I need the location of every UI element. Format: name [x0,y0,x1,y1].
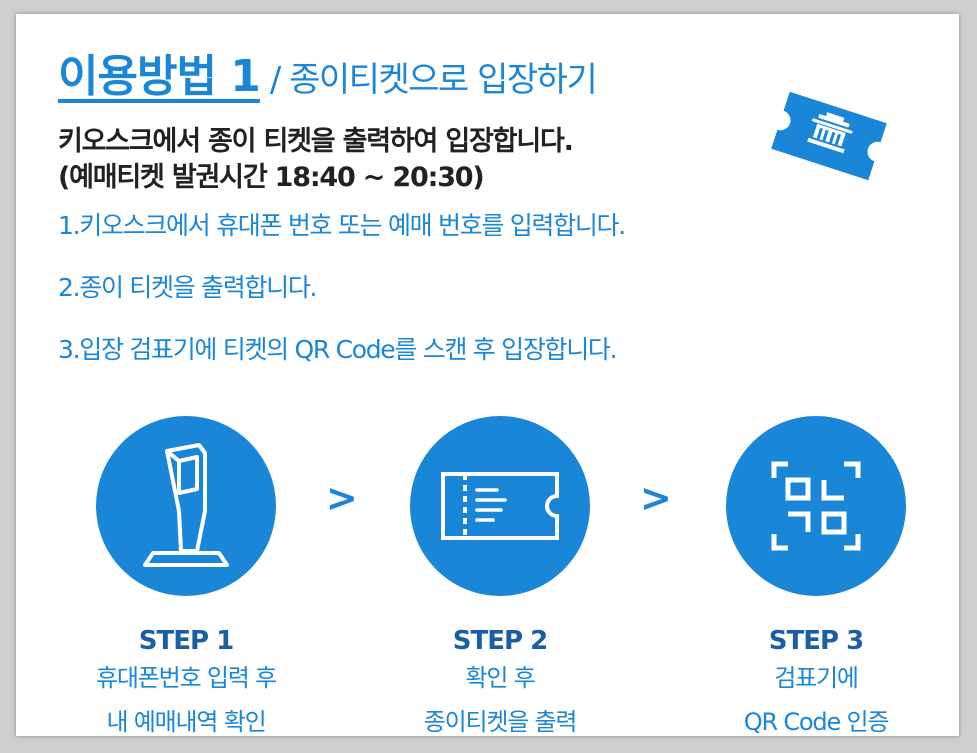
step-3-title: STEP 3 [768,626,864,656]
step-1-circle [96,416,276,596]
step-1: STEP 1 휴대폰번호 입력 후 내 예매내역 확인 [56,416,316,744]
step-2-title: STEP 2 [452,626,548,656]
step-3-line-2: QR Code 인증 [743,708,890,736]
ticket-badge-icon [764,76,894,196]
kiosk-icon [143,443,229,567]
description-time: (예매티켓 발권시간 18:40 ~ 20:30) [58,162,485,193]
page-subtitle: / 종이티켓으로 입장하기 [269,60,598,100]
step-2: STEP 2 확인 후 종이티켓을 출력 [370,416,630,744]
instruction-item: 3.입장 검표기에 티켓의 QR Code를 스캔 후 입장합니다. [58,335,618,364]
description: 키오스크에서 종이 티켓을 출력하여 입장합니다. (예매티켓 발권시간 18:… [58,124,574,196]
instruction-item: 2.종이 티켓을 출력합니다. [58,273,318,302]
qr-code-icon [771,461,861,551]
step-3-line-1: 검표기에 [774,664,859,692]
step-1-line-2: 내 예매내역 확인 [106,708,266,736]
step-1-line-1: 휴대폰번호 입력 후 [96,664,277,692]
info-card: 이용방법 1/ 종이티켓으로 입장하기 [16,14,959,736]
step-2-line-1: 확인 후 [465,664,535,692]
page-title: 이용방법 1 [58,51,261,102]
ticket-icon [441,472,559,540]
step-3-circle [726,416,906,596]
title-row: 이용방법 1/ 종이티켓으로 입장하기 [58,40,598,104]
step-2-line-2: 종이티켓을 출력 [423,708,578,736]
step-1-title: STEP 1 [138,626,234,656]
instruction-item: 1.키오스크에서 휴대폰 번호 또는 예매 번호를 입력합니다. [58,211,626,240]
arrow-icon: > [640,476,672,520]
step-2-circle [410,416,590,596]
arrow-icon: > [326,476,358,520]
step-3: STEP 3 검표기에 QR Code 인증 [686,416,946,744]
description-line: 키오스크에서 종이 티켓을 출력하여 입장합니다. [58,126,574,157]
